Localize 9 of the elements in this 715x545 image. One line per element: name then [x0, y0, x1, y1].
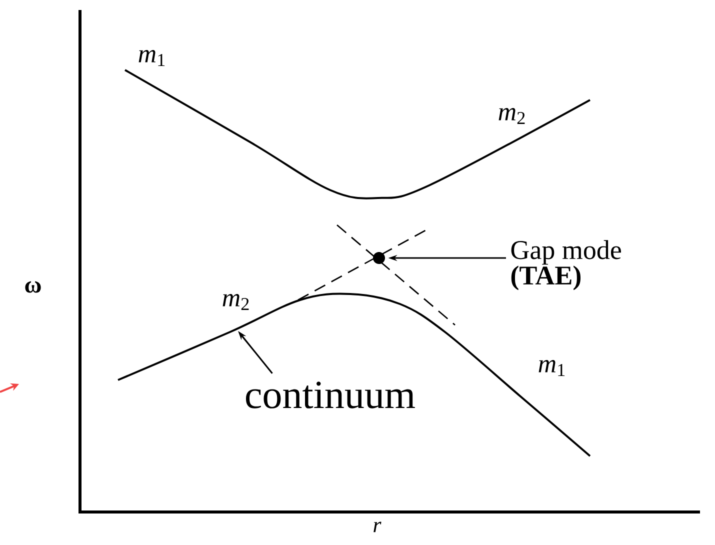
mode-label: m$_{2}$	[498, 108, 525, 124]
gap-mode-dot	[373, 252, 385, 264]
mode-label: m$_{2}$	[222, 294, 249, 310]
mode-label: m$_{1}$	[138, 50, 165, 66]
axis-label: ω	[25, 281, 41, 293]
axis-label: r	[374, 522, 382, 532]
mode-label: m$_{1}$	[538, 360, 565, 376]
annotation-text: continuum	[246, 382, 415, 408]
annotation-text: Gap mode (TAE)	[511, 240, 621, 290]
